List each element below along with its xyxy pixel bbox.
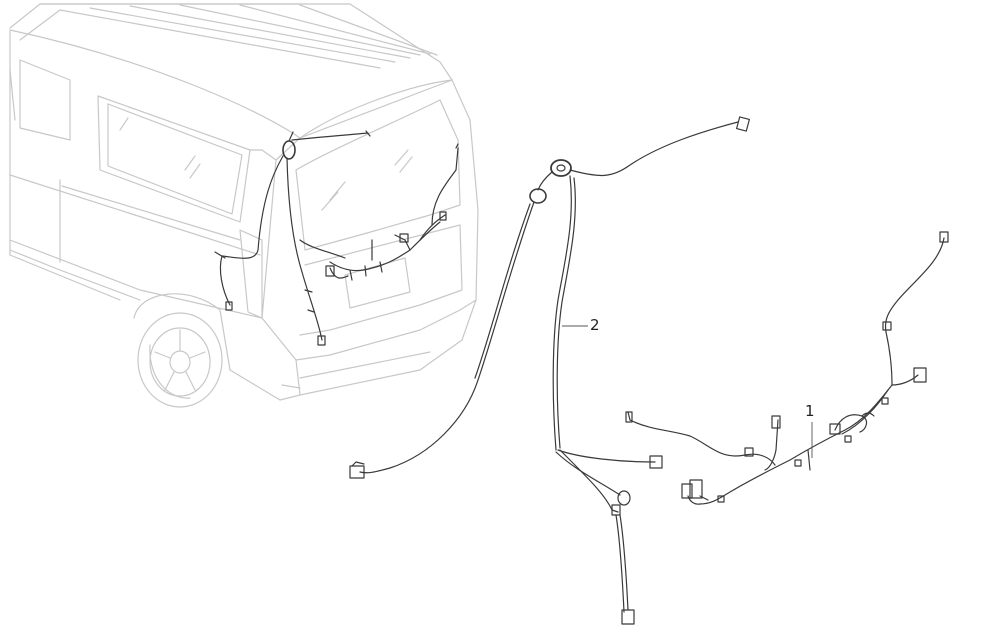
harness-part-2	[349, 116, 750, 625]
harness-on-vehicle	[214, 130, 459, 346]
callout-label-2: 2	[590, 316, 600, 334]
harness-part-1	[625, 231, 949, 505]
leader-lines	[562, 325, 813, 458]
callout-label-1: 1	[805, 402, 815, 420]
vehicle-outline	[9, 3, 479, 408]
